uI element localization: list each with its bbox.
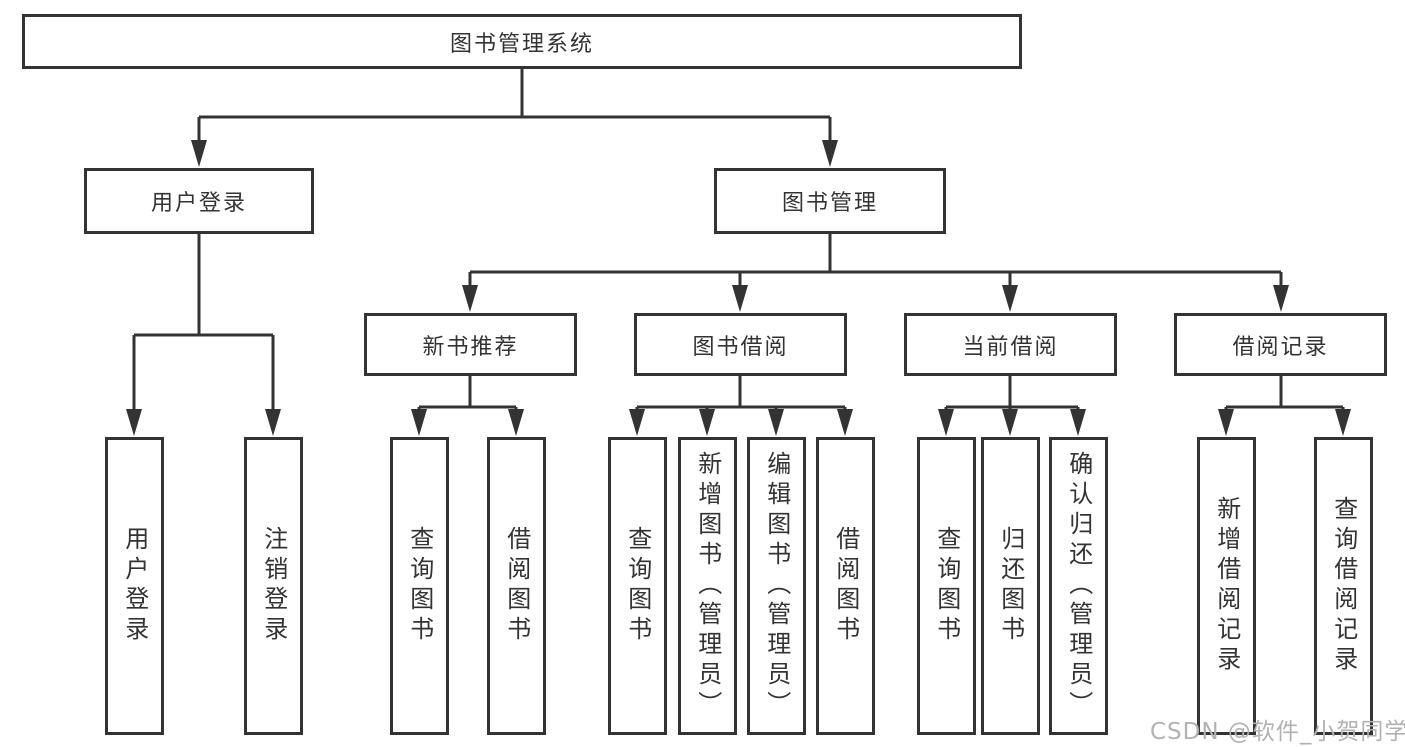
leaf-bb-borrow-books: 借阅图书 xyxy=(816,437,875,735)
arrowheads xyxy=(126,140,1351,436)
arrow-down-icon xyxy=(768,409,784,436)
leaf-nbr-query-books: 查询图书 xyxy=(390,437,449,735)
arrow-down-icon xyxy=(1273,285,1289,312)
node-label: 图书管理 xyxy=(781,191,878,216)
arrow-down-icon xyxy=(732,285,748,312)
arrow-down-icon xyxy=(411,409,427,436)
leaf-cb-confirm-return-admin: 确认归还（管理员） xyxy=(1049,437,1108,735)
arrow-down-icon xyxy=(126,409,142,436)
node-label: 借阅记录 xyxy=(1232,334,1329,360)
node-library-system: 图书管理系统 xyxy=(22,14,1022,69)
arrow-down-icon xyxy=(822,140,838,167)
leaf-label: 编辑图书（管理员） xyxy=(762,451,791,721)
leaf-label: 查询借阅记录 xyxy=(1329,496,1358,676)
leaf-label: 查询图书 xyxy=(932,526,961,646)
leaf-label: 归还图书 xyxy=(996,526,1025,646)
arrow-down-icon xyxy=(629,409,645,436)
arrow-down-icon xyxy=(938,409,954,436)
arrow-down-icon xyxy=(191,140,207,167)
tree-edges xyxy=(132,69,1345,415)
arrow-down-icon xyxy=(1218,409,1234,436)
arrow-down-icon xyxy=(265,409,281,436)
node-new-book-recommend: 新书推荐 xyxy=(364,313,577,376)
arrow-down-icon xyxy=(1335,409,1351,436)
leaf-bb-edit-books-admin: 编辑图书（管理员） xyxy=(747,437,806,735)
leaf-nbr-borrow-books: 借阅图书 xyxy=(487,437,546,735)
arrow-down-icon xyxy=(508,409,524,436)
leaf-label: 借阅图书 xyxy=(502,526,531,646)
node-current-borrowing: 当前借阅 xyxy=(904,313,1117,376)
leaf-label: 借阅图书 xyxy=(831,526,860,646)
node-borrowing-records: 借阅记录 xyxy=(1174,313,1387,376)
arrow-down-icon xyxy=(837,409,853,436)
node-label: 当前借阅 xyxy=(962,334,1059,360)
leaf-cb-return-books: 归还图书 xyxy=(981,437,1040,735)
leaf-bb-add-books-admin: 新增图书（管理员） xyxy=(678,437,737,735)
leaf-logout: 注销登录 xyxy=(244,437,303,735)
node-label: 新书推荐 xyxy=(422,334,519,360)
leaf-br-query-record: 查询借阅记录 xyxy=(1314,437,1373,735)
arrow-down-icon xyxy=(1002,285,1018,312)
leaf-bb-query-books: 查询图书 xyxy=(608,437,667,735)
node-book-management: 图书管理 xyxy=(714,168,946,234)
arrow-down-icon xyxy=(1070,409,1086,436)
leaf-label: 新增图书（管理员） xyxy=(693,451,722,721)
node-book-borrowing: 图书借阅 xyxy=(634,313,847,376)
leaf-label: 新增借阅记录 xyxy=(1212,496,1241,676)
arrow-down-icon xyxy=(462,285,478,312)
node-label: 图书借阅 xyxy=(692,334,789,360)
leaf-label: 查询图书 xyxy=(623,526,652,646)
leaf-user-login: 用户登录 xyxy=(105,437,164,735)
leaf-label: 查询图书 xyxy=(405,526,434,646)
leaf-br-add-record: 新增借阅记录 xyxy=(1197,437,1256,735)
arrow-down-icon xyxy=(699,409,715,436)
node-label: 图书管理系统 xyxy=(449,31,594,57)
csdn-watermark: CSDN @软件_小贺同学 xyxy=(1150,719,1405,745)
leaf-label: 注销登录 xyxy=(259,526,288,646)
leaf-label: 确认归还（管理员） xyxy=(1064,451,1093,721)
leaf-label: 用户登录 xyxy=(120,526,149,646)
arrow-down-icon xyxy=(1002,409,1018,436)
node-user-login: 用户登录 xyxy=(84,168,314,234)
node-label: 用户登录 xyxy=(150,191,247,216)
leaf-cb-query-books: 查询图书 xyxy=(917,437,976,735)
